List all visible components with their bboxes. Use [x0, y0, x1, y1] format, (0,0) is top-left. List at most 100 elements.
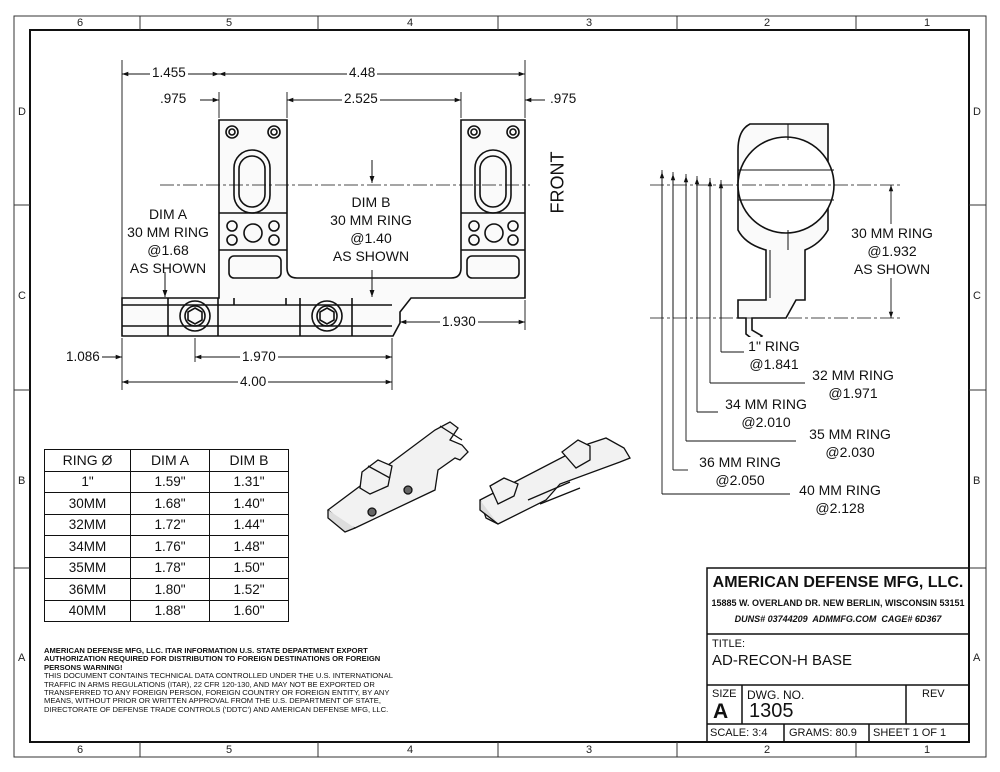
zone-ticks	[14, 16, 986, 757]
ring-1in-note: 1" RING @1.841	[744, 337, 804, 373]
ring-cell: 34MM	[44, 535, 131, 558]
dim-b-cell: 1.52"	[209, 578, 289, 601]
dim-a-cell: 1.88"	[130, 599, 210, 622]
zone-row-d-right: D	[973, 106, 981, 118]
ring-35-note: 35 MM RING @2.030	[800, 425, 900, 461]
itar-warning-body: THIS DOCUMENT CONTAINS TECHNICAL DATA CO…	[44, 671, 393, 714]
ring-cell: 40MM	[44, 599, 131, 622]
dim-b-cell: 1.48"	[209, 535, 289, 558]
zone-row-a-left: A	[18, 652, 26, 664]
ring-34-value: @2.010	[741, 414, 791, 430]
zone-col-1-bottom: 1	[924, 744, 931, 756]
zone-row-c-left: C	[18, 290, 26, 302]
dim-1086: 1.086	[64, 349, 102, 364]
ring-30-line2: @1.932	[867, 243, 917, 259]
zone-col-1-top: 1	[924, 17, 931, 29]
company-ids: DUNS# 03744209 ADMMFG.COM CAGE# 6D367	[734, 614, 942, 624]
ring-32-value: @1.971	[828, 385, 878, 401]
ring-cell: 35MM	[44, 556, 131, 579]
ring-1in-name: 1" RING	[748, 338, 800, 354]
dim-1455: 1.455	[150, 65, 188, 80]
dim-b-cell: 1.31"	[209, 470, 289, 493]
iso-view-right	[479, 437, 631, 525]
dwg-no-value: 1305	[749, 700, 794, 722]
zone-row-d-left: D	[18, 106, 26, 118]
dim-975-left: .975	[158, 91, 189, 106]
dim-a-cell: 1.76"	[130, 535, 210, 558]
title-block-frame	[706, 567, 970, 743]
iso-view-left	[326, 421, 469, 533]
zone-col-4-bottom: 4	[407, 744, 414, 756]
dim-b-line3: @1.40	[350, 230, 392, 246]
dim-b-line4: AS SHOWN	[332, 248, 410, 264]
dim-a-line1: DIM A	[148, 206, 188, 222]
ring-36-value: @2.050	[715, 472, 765, 488]
dim-a-cell: 1.72"	[130, 513, 210, 536]
dim-b-note: DIM B 30 MM RING @1.40 AS SHOWN	[322, 193, 420, 265]
zone-row-c-right: C	[973, 290, 981, 302]
zone-row-a-right: A	[973, 652, 981, 664]
rev-label: REV	[922, 688, 945, 700]
header-ring: RING Ø	[44, 449, 131, 472]
dim-1930: 1.930	[440, 314, 478, 329]
dwg-no-label: DWG. NO.	[747, 688, 805, 702]
company-name: AMERICAN DEFENSE MFG, LLC.	[712, 574, 964, 591]
ring-cell: 36MM	[44, 578, 131, 601]
size-value: A	[713, 700, 729, 723]
dim-a-cell: 1.59"	[130, 470, 210, 493]
ring-1in-value: @1.841	[749, 356, 799, 372]
zone-col-5-bottom: 5	[226, 744, 233, 756]
scale-value: SCALE: 3:4	[710, 727, 768, 739]
ring-32-name: 32 MM RING	[812, 367, 894, 383]
front-label: FRONT	[547, 151, 568, 214]
ring-35-value: @2.030	[825, 444, 875, 460]
ring-30-note: 30 MM RING @1.932 AS SHOWN	[844, 224, 940, 278]
dim-a-cell: 1.80"	[130, 578, 210, 601]
zone-col-6-bottom: 6	[77, 744, 84, 756]
dim-448: 4.48	[347, 65, 378, 80]
ring-cell: 32MM	[44, 513, 131, 536]
dim-b-cell: 1.50"	[209, 556, 289, 579]
dim-a-note: DIM A 30 MM RING @1.68 AS SHOWN	[126, 205, 210, 277]
ring-30-line3: AS SHOWN	[853, 261, 931, 277]
ring-cell: 1"	[44, 470, 131, 493]
inner-border	[29, 29, 970, 743]
side-view-part	[737, 123, 835, 344]
ring-36-note: 36 MM RING @2.050	[690, 453, 790, 489]
ring-table-header: RING Ø DIM A DIM B	[44, 449, 289, 472]
dim-400: 4.00	[238, 374, 269, 389]
ring-32-note: 32 MM RING @1.971	[805, 366, 901, 402]
table-row: 1"1.59"1.31"	[44, 470, 289, 493]
ring-34-note: 34 MM RING @2.010	[718, 395, 814, 431]
itar-notice: AMERICAN DEFENSE MFG, LLC. ITAR INFORMAT…	[44, 646, 409, 714]
title-label: TITLE:	[712, 638, 746, 650]
dim-a-line2: 30 MM RING	[127, 224, 209, 240]
zone-col-3-bottom: 3	[586, 744, 593, 756]
side-dimension-lines	[659, 170, 894, 495]
zone-col-5-top: 5	[226, 17, 233, 29]
grams-value: GRAMS: 80.9	[789, 727, 857, 739]
ring-34-name: 34 MM RING	[725, 396, 807, 412]
zone-row-b-right: B	[973, 475, 981, 487]
itar-warning-bold: AMERICAN DEFENSE MFG, LLC. ITAR INFORMAT…	[44, 646, 381, 672]
zone-col-2-bottom: 2	[764, 744, 771, 756]
ring-35-name: 35 MM RING	[809, 426, 891, 442]
size-label: SIZE	[712, 688, 737, 700]
front-view-part	[121, 119, 526, 337]
dim-b-cell: 1.44"	[209, 513, 289, 536]
header-dim-a: DIM A	[130, 449, 210, 472]
outer-border	[13, 15, 987, 758]
zone-col-4-top: 4	[407, 17, 414, 29]
ring-40-note: 40 MM RING @2.128	[790, 481, 890, 517]
zone-col-3-top: 3	[586, 17, 593, 29]
dim-a-line4: AS SHOWN	[129, 260, 207, 276]
sheet-value: SHEET 1 OF 1	[873, 727, 947, 739]
